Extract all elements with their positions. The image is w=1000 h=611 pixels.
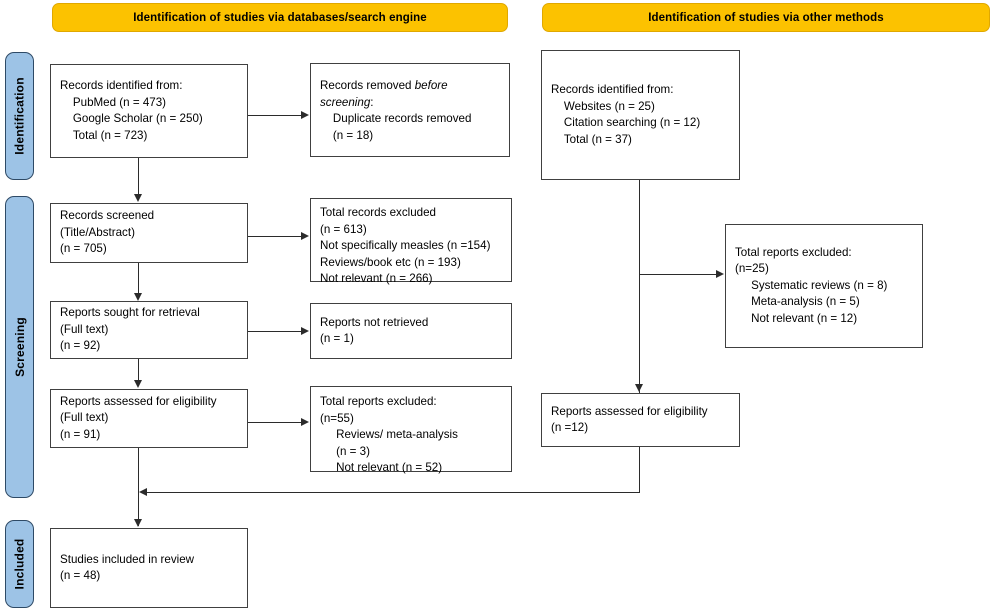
arrowhead-identified-to-screened	[134, 194, 142, 202]
box-records-identified-databases: Records identified from: PubMed (n = 473…	[50, 64, 248, 158]
box-total-reports-excluded-right: Total reports excluded: (n=25) Systemati…	[725, 224, 923, 348]
box-records-identified-other-text: Records identified from: Websites (n = 2…	[551, 83, 701, 146]
box-studies-included-text: Studies included in review (n = 48)	[60, 552, 195, 583]
box-reports-assessed-right-text: Reports assessed for eligibility (n =12)	[551, 404, 708, 435]
box-reports-sought-for-retrieval: Reports sought for retrieval (Full text)…	[50, 301, 248, 359]
arrowhead-assessed-to-reports-excluded	[301, 418, 309, 426]
box-records-screened-text: Records screened (Title/Abstract) (n = 7…	[60, 209, 155, 256]
connector-identified-to-removed	[248, 115, 302, 117]
arrowhead-right-to-included	[139, 488, 147, 496]
stage-tab-screening: Screening	[5, 196, 34, 498]
connector-right-assessed-drop	[639, 447, 641, 493]
box-total-reports-excluded-left-text: Total reports excluded: (n=55) Reviews/ …	[320, 395, 458, 474]
arrowhead-sought-to-not-retrieved	[301, 327, 309, 335]
arrowhead-sought-to-assessed	[134, 380, 142, 388]
connector-assessed-to-included	[138, 448, 140, 526]
connector-sought-to-not-retrieved	[248, 331, 302, 333]
header-bar-other-methods-label: Identification of studies via other meth…	[648, 11, 884, 24]
arrowhead-screened-to-sought	[134, 293, 142, 301]
connector-other-identified-to-assessed	[639, 180, 641, 393]
box-total-records-excluded-text: Total records excluded (n = 613) Not spe…	[320, 206, 491, 285]
box-total-reports-excluded-left: Total reports excluded: (n=55) Reviews/ …	[310, 386, 512, 474]
box-records-identified-databases-text: Records identified from: PubMed (n = 473…	[60, 79, 203, 142]
box-reports-not-retrieved: Reports not retrieved (n = 1)	[310, 303, 512, 359]
header-bar-databases: Identification of studies via databases/…	[52, 3, 508, 32]
connector-sought-to-assessed	[138, 359, 140, 381]
arrowhead-identified-to-removed	[301, 111, 309, 119]
connector-identified-to-screened	[138, 158, 140, 195]
arrowhead-assessed-to-included	[134, 519, 142, 527]
box-total-records-excluded: Total records excluded (n = 613) Not spe…	[310, 198, 512, 285]
box-records-identified-other-methods: Records identified from: Websites (n = 2…	[541, 50, 740, 180]
box-reports-not-retrieved-text: Reports not retrieved (n = 1)	[320, 315, 429, 346]
stage-tab-included: Included	[5, 520, 34, 608]
box-reports-sought-text: Reports sought for retrieval (Full text)…	[60, 306, 200, 353]
stage-tab-included-label: Included	[12, 538, 27, 590]
connector-right-to-included-elbow	[147, 492, 640, 494]
stage-tab-identification: Identification	[5, 52, 34, 180]
arrowhead-screened-to-excluded	[301, 232, 309, 240]
arrowhead-other-to-reports-excluded	[716, 270, 724, 278]
connector-other-to-reports-excluded	[639, 274, 717, 276]
stage-tab-identification-label: Identification	[12, 77, 27, 155]
connector-screened-to-excluded	[248, 236, 302, 238]
box-reports-assessed-left-text: Reports assessed for eligibility (Full t…	[60, 394, 217, 441]
connector-screened-to-sought	[138, 263, 140, 294]
box-reports-assessed-eligibility-right: Reports assessed for eligibility (n =12)	[541, 393, 740, 447]
box-total-reports-excluded-right-text: Total reports excluded: (n=25) Systemati…	[735, 245, 888, 325]
arrowhead-other-identified-to-assessed	[635, 384, 643, 392]
box-studies-included-in-review: Studies included in review (n = 48)	[50, 528, 248, 608]
box-reports-assessed-eligibility-left: Reports assessed for eligibility (Full t…	[50, 389, 248, 448]
connector-assessed-to-reports-excluded	[248, 422, 302, 424]
box-records-screened: Records screened (Title/Abstract) (n = 7…	[50, 203, 248, 263]
stage-tab-screening-label: Screening	[12, 317, 27, 377]
box-records-removed-before-screening: Records removed before screening: Duplic…	[310, 63, 510, 157]
header-bar-databases-label: Identification of studies via databases/…	[133, 11, 427, 24]
box-records-removed-text: Records removed before screening: Duplic…	[320, 79, 472, 142]
header-bar-other-methods: Identification of studies via other meth…	[542, 3, 990, 32]
